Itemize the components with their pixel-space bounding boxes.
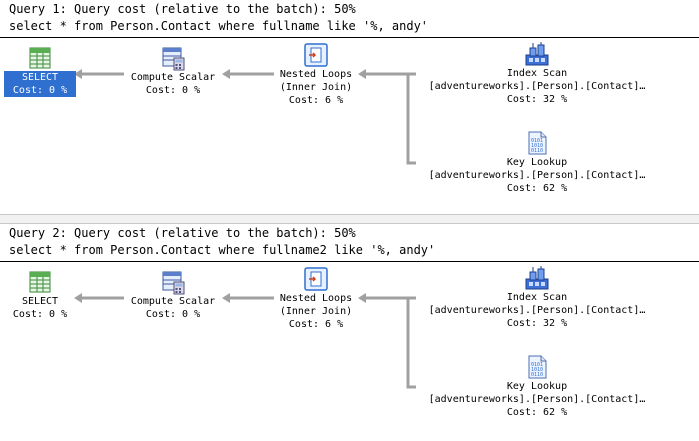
query-sql-text: select * from Person.Contact where fulln… <box>9 19 429 33</box>
compute-scalar-node[interactable]: Compute Scalar Cost: 0 % <box>118 269 228 321</box>
key-lookup-node[interactable]: Key Lookup [adventureworks].[Person].[Co… <box>414 354 660 419</box>
execution-plan: SELECT Cost: 0 % Compute Scalar Cost: 0 … <box>0 262 699 438</box>
index-scan-name: Index Scan <box>506 68 568 79</box>
key-lookup-icon <box>524 130 550 156</box>
key-lookup-cost: Cost: 62 % <box>506 407 568 418</box>
key-lookup-cost: Cost: 62 % <box>506 183 568 194</box>
compute-scalar-cost: Cost: 0 % <box>145 85 201 96</box>
key-lookup-object: [adventureworks].[Person].[Contact]… <box>428 394 646 405</box>
index-scan-object: [adventureworks].[Person].[Contact]… <box>428 81 646 92</box>
select-name: SELECT <box>21 296 59 307</box>
compute-scalar-name: Compute Scalar <box>130 72 216 83</box>
key-lookup-name: Key Lookup <box>506 157 568 168</box>
arrow-key-to-nested <box>406 74 416 165</box>
execution-plan: SELECT Cost: 0 % Compute Scalar Cost: 0 … <box>0 38 699 214</box>
nested-loops-sub: (Inner Join) <box>279 82 353 93</box>
select-icon <box>27 269 53 295</box>
index-scan-node[interactable]: Index Scan [adventureworks].[Person].[Co… <box>414 265 660 330</box>
nested-loops-sub: (Inner Join) <box>279 306 353 317</box>
select-icon <box>27 45 53 71</box>
compute-scalar-icon <box>160 269 186 295</box>
select-node[interactable]: SELECT Cost: 0 % <box>4 269 76 321</box>
query-sql-text: select * from Person.Contact where fulln… <box>9 243 436 257</box>
plan-arrows <box>74 69 416 165</box>
header-rule <box>0 37 699 38</box>
plan-arrows <box>74 293 416 389</box>
index-scan-icon <box>524 265 550 291</box>
select-cost: Cost: 0 % <box>12 309 68 320</box>
query-2-panel: Query 2: Query cost (relative to the bat… <box>0 224 699 441</box>
nested-loops-node[interactable]: Nested Loops (Inner Join) Cost: 6 % <box>264 266 368 331</box>
header-rule <box>0 261 699 262</box>
index-scan-node[interactable]: Index Scan [adventureworks].[Person].[Co… <box>414 41 660 106</box>
query-1-panel: Query 1: Query cost (relative to the bat… <box>0 0 699 214</box>
select-cost: Cost: 0 % <box>4 84 76 97</box>
nested-loops-name: Nested Loops <box>279 69 353 80</box>
compute-scalar-icon <box>160 45 186 71</box>
index-scan-cost: Cost: 32 % <box>506 318 568 329</box>
index-scan-object: [adventureworks].[Person].[Contact]… <box>428 305 646 316</box>
select-node[interactable]: SELECT Cost: 0 % <box>4 45 76 97</box>
query-header: Query 2: Query cost (relative to the bat… <box>9 226 356 240</box>
index-scan-name: Index Scan <box>506 292 568 303</box>
nested-loops-node[interactable]: Nested Loops (Inner Join) Cost: 6 % <box>264 42 368 107</box>
key-lookup-name: Key Lookup <box>506 381 568 392</box>
select-name: SELECT <box>4 71 76 84</box>
nested-loops-cost: Cost: 6 % <box>288 95 344 106</box>
query-header: Query 1: Query cost (relative to the bat… <box>9 2 356 16</box>
nested-loops-cost: Cost: 6 % <box>288 319 344 330</box>
key-lookup-node[interactable]: Key Lookup [adventureworks].[Person].[Co… <box>414 130 660 195</box>
index-scan-icon <box>524 41 550 67</box>
nested-loops-icon <box>303 42 329 68</box>
query-separator[interactable] <box>0 214 699 224</box>
nested-loops-icon <box>303 266 329 292</box>
key-lookup-object: [adventureworks].[Person].[Contact]… <box>428 170 646 181</box>
compute-scalar-node[interactable]: Compute Scalar Cost: 0 % <box>118 45 228 97</box>
nested-loops-name: Nested Loops <box>279 293 353 304</box>
key-lookup-icon <box>524 354 550 380</box>
arrow-key-to-nested <box>406 298 416 389</box>
index-scan-cost: Cost: 32 % <box>506 94 568 105</box>
compute-scalar-name: Compute Scalar <box>130 296 216 307</box>
compute-scalar-cost: Cost: 0 % <box>145 309 201 320</box>
